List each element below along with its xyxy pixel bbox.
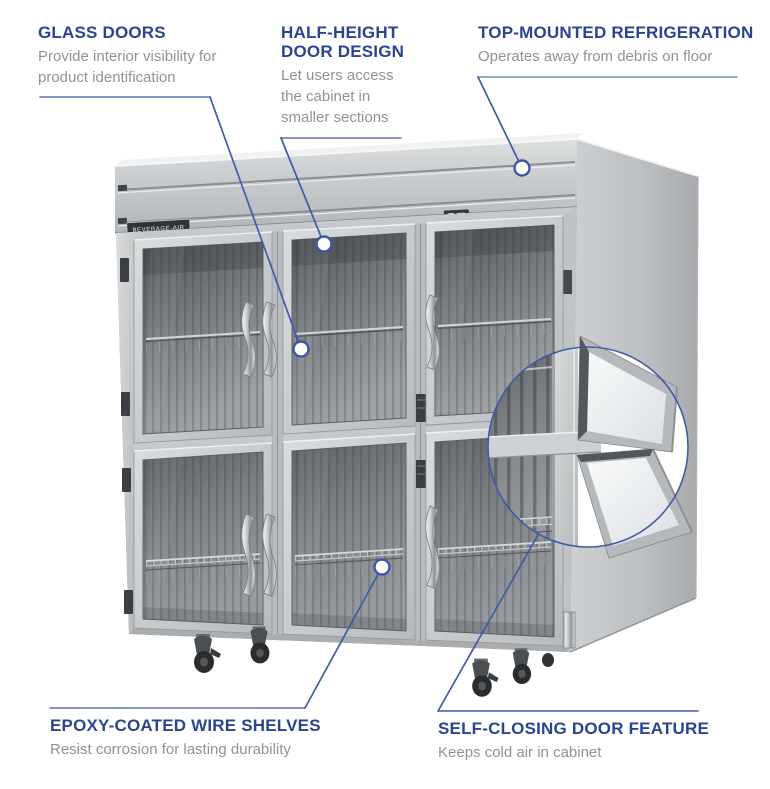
glass-door-top-middle (282, 223, 416, 435)
wire-shelf-lattice (145, 553, 261, 584)
callout-description: Provide interior visibility for product … (38, 48, 217, 86)
caster (250, 626, 270, 664)
magnified-mullion (488, 431, 601, 458)
wire-shelf (437, 318, 552, 327)
side-top-bevel (576, 138, 699, 177)
right-hinge-top (563, 270, 572, 294)
magnifier-circle (487, 346, 689, 548)
callout-title: HALF-HEIGHT DOOR DESIGN (281, 23, 405, 61)
callout-top-mounted-refrigeration: TOP-MOUNTED REFRIGERATION Operates away … (478, 23, 763, 67)
door-handles (241, 294, 440, 598)
center-mullion-band (134, 417, 563, 451)
callout-dot-glass-doors (292, 340, 310, 358)
callout-dot-half-height (315, 235, 333, 253)
callout-lines (39, 76, 738, 712)
handle-top-middle-door (262, 301, 277, 378)
caster (512, 648, 532, 685)
callout-half-height-door-design: HALF-HEIGHT DOOR DESIGN Let users access… (281, 23, 407, 128)
brand-label: BEVERAGE-AIR (132, 225, 185, 234)
callout-leader-self-closing (437, 534, 539, 712)
callout-description: Keeps cold air in cabinet (438, 744, 602, 761)
callout-epoxy-coated-wire-shelves: EPOXY-COATED WIRE SHELVES Resist corrosi… (50, 716, 342, 760)
glass-door-top-right (425, 215, 564, 426)
handle-top-right-door (425, 294, 440, 371)
callout-endpoint-dots (292, 159, 531, 576)
callout-leader-epoxy-shelves (304, 566, 383, 709)
caster (194, 634, 221, 673)
callout-description: Resist corrosion for lasting durability (50, 741, 291, 758)
handle-bottom-right-door (425, 505, 440, 590)
side-bottom-edge (569, 597, 697, 653)
bottom-rail (129, 628, 570, 652)
callout-glass-doors: GLASS DOORS Provide interior visibility … (38, 23, 238, 88)
glass-door-bottom-middle (282, 433, 416, 641)
caster (472, 658, 499, 697)
right-hinge-bottom (563, 611, 576, 649)
ajar-door-top (577, 335, 678, 453)
handle-top-left-door (241, 301, 256, 378)
caster-rear (542, 653, 554, 667)
glass-door-top-left (133, 231, 273, 444)
callout-title: SELF-CLOSING DOOR FEATURE (438, 719, 710, 738)
callout-self-closing-door-feature: SELF-CLOSING DOOR FEATURE Keeps cold air… (438, 719, 730, 763)
callout-title: EPOXY-COATED WIRE SHELVES (50, 716, 321, 735)
callout-title: GLASS DOORS (38, 23, 166, 42)
ajar-door-bottom (576, 448, 693, 559)
callout-title: TOP-MOUNTED REFRIGERATION (478, 23, 754, 42)
callout-leader-glass-doors (209, 96, 302, 350)
callout-dot-top-mounted (513, 159, 531, 177)
callout-leader-top-mounted (477, 76, 523, 169)
casters (194, 626, 554, 697)
handle-bottom-middle-door (262, 513, 277, 598)
callout-description: Let users access the cabinet in smaller … (281, 67, 394, 126)
callout-leader-half-height (280, 137, 325, 245)
callout-dot-epoxy-shelves (373, 558, 391, 576)
wire-shelf (294, 326, 404, 335)
wire-shelf (145, 331, 261, 340)
side-right-edge (695, 175, 699, 599)
callout-description: Operates away from debris on floor (478, 48, 713, 65)
handle-bottom-left-door (241, 513, 256, 598)
left-stile (116, 232, 134, 634)
top-rail (116, 207, 577, 241)
glass-door-bottom-left (133, 442, 273, 635)
left-hinges (120, 258, 133, 614)
mullion-hinges (416, 394, 426, 488)
